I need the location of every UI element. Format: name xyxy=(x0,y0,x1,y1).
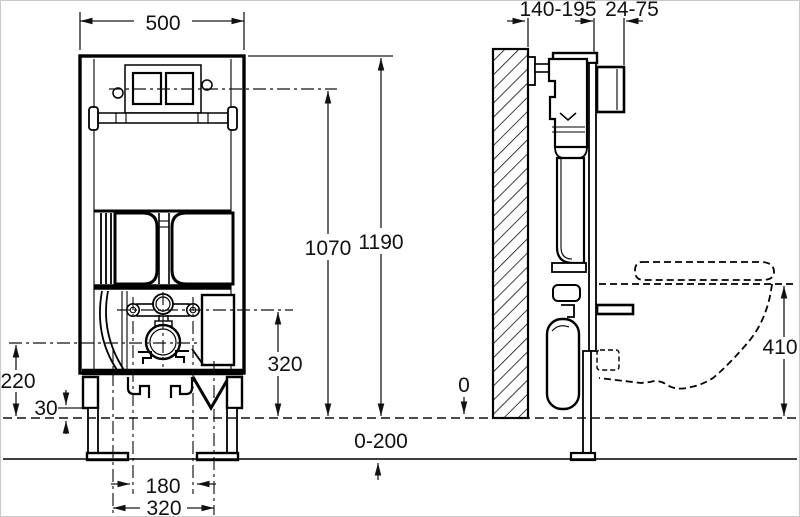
cistern-side xyxy=(545,57,589,411)
floor-lines xyxy=(3,417,797,460)
dim-label-floor-buildup: 0-200 xyxy=(354,430,408,453)
screw-hole-left xyxy=(112,87,124,99)
dim-bowl-height: 410 xyxy=(759,286,799,416)
dim-actuation-height: 1070 xyxy=(304,91,352,416)
right-compartment xyxy=(200,293,236,367)
dim-fixing-height: 320 xyxy=(260,312,309,416)
cistern-front xyxy=(94,209,235,290)
toilet-bowl-outline xyxy=(598,261,796,390)
front-centerlines xyxy=(9,292,293,515)
dim-floor-zero: 0 xyxy=(458,374,470,414)
dim-label-frame-height: 1190 xyxy=(358,231,403,254)
foot-right xyxy=(195,451,240,462)
dim-label-connection-spacing: 320 xyxy=(146,497,181,516)
dim-label-outlet-height: 220 xyxy=(1,370,36,393)
frame-legs xyxy=(81,375,244,462)
drain-funnel xyxy=(191,376,231,411)
dim-label-plate-recess: 24-75 xyxy=(605,1,659,21)
wall-section xyxy=(491,47,530,420)
dim-label-bolt-spacing: 180 xyxy=(145,475,180,498)
bowl-support-arm xyxy=(595,303,635,316)
dim-bolt-spacing: 180 xyxy=(111,475,216,498)
dim-label-frame-width: 500 xyxy=(145,12,180,35)
dim-frame-width: 500 xyxy=(79,8,245,50)
foot-left xyxy=(85,451,130,462)
dim-label-floor-zero: 0 xyxy=(458,374,470,397)
dim-frame-height: 1190 xyxy=(248,55,406,416)
frame-front-rail xyxy=(588,62,597,352)
frame-leg-side xyxy=(569,350,597,462)
dim-label-actuation-height: 1070 xyxy=(305,237,352,260)
drain-outlet xyxy=(126,376,231,411)
seat-outline xyxy=(634,261,775,281)
screw-hole-right xyxy=(201,79,213,91)
flush-plate-box xyxy=(595,65,626,114)
dim-label-fixing-height: 320 xyxy=(267,353,302,376)
dim-floor-buildup: 0-200 xyxy=(354,430,408,480)
inlet-pipe-curve xyxy=(99,290,118,371)
dim-label-leg-adjustment: 30 xyxy=(34,397,57,420)
dim-label-bowl-height: 410 xyxy=(762,336,797,359)
flush-plate-unit xyxy=(109,64,337,114)
dim-leg-adjustment: 30 xyxy=(34,390,82,434)
dim-frame-depth: 140-195 24-75 xyxy=(507,1,659,65)
dim-label-frame-depth: 140-195 xyxy=(519,1,596,21)
dim-connection-spacing: 320 xyxy=(113,497,214,516)
support-crossbar xyxy=(88,106,238,131)
drain-elbow xyxy=(545,317,581,411)
side-view xyxy=(491,47,796,462)
bowl-inlet-spigot xyxy=(552,284,581,302)
dim-outlet-height: 220 xyxy=(1,345,36,416)
fill-valve-mark xyxy=(559,112,577,121)
front-view xyxy=(9,54,337,515)
fixing-point-dashed xyxy=(596,349,620,371)
